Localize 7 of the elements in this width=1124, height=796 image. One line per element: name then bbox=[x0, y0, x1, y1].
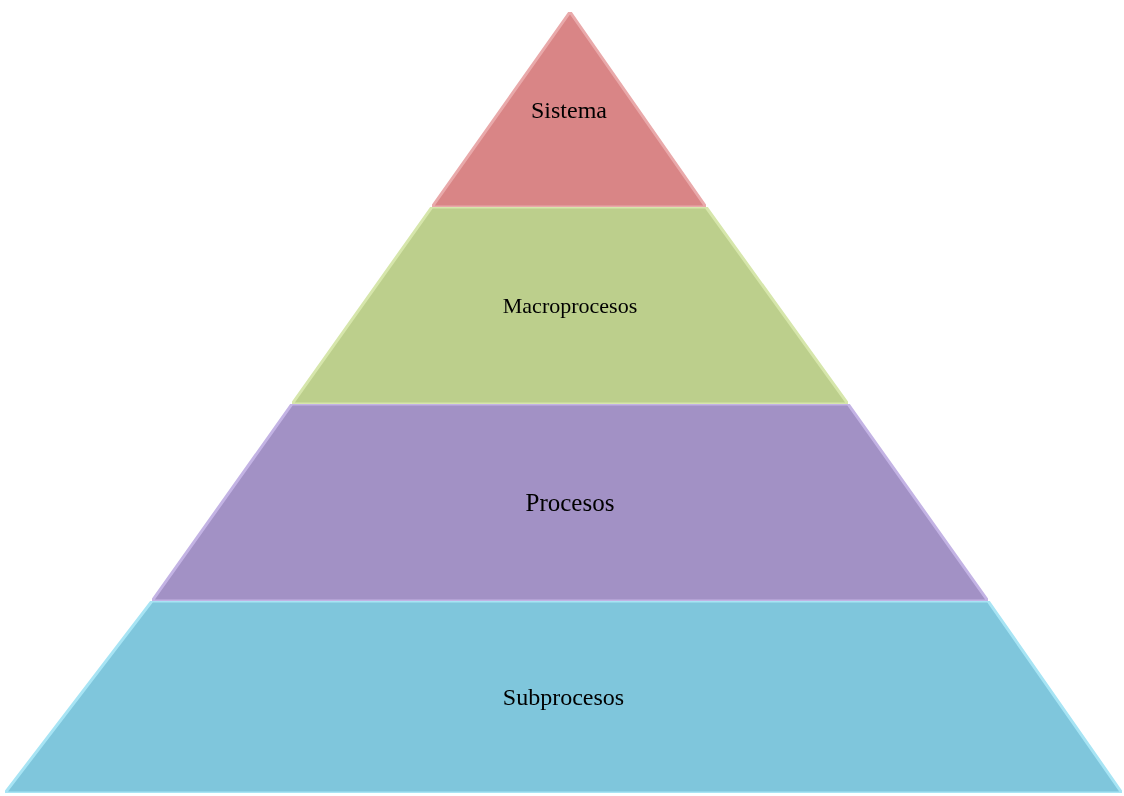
tier-label: Macroprocesos bbox=[502, 292, 638, 320]
tier-label: Subprocesos bbox=[502, 683, 625, 712]
pyramid-tier bbox=[5, 601, 1122, 793]
pyramid-tier bbox=[152, 404, 988, 601]
tier-label: Procesos bbox=[525, 487, 615, 518]
pyramid-tier bbox=[292, 207, 848, 404]
tier-label: Sistema bbox=[531, 95, 607, 125]
